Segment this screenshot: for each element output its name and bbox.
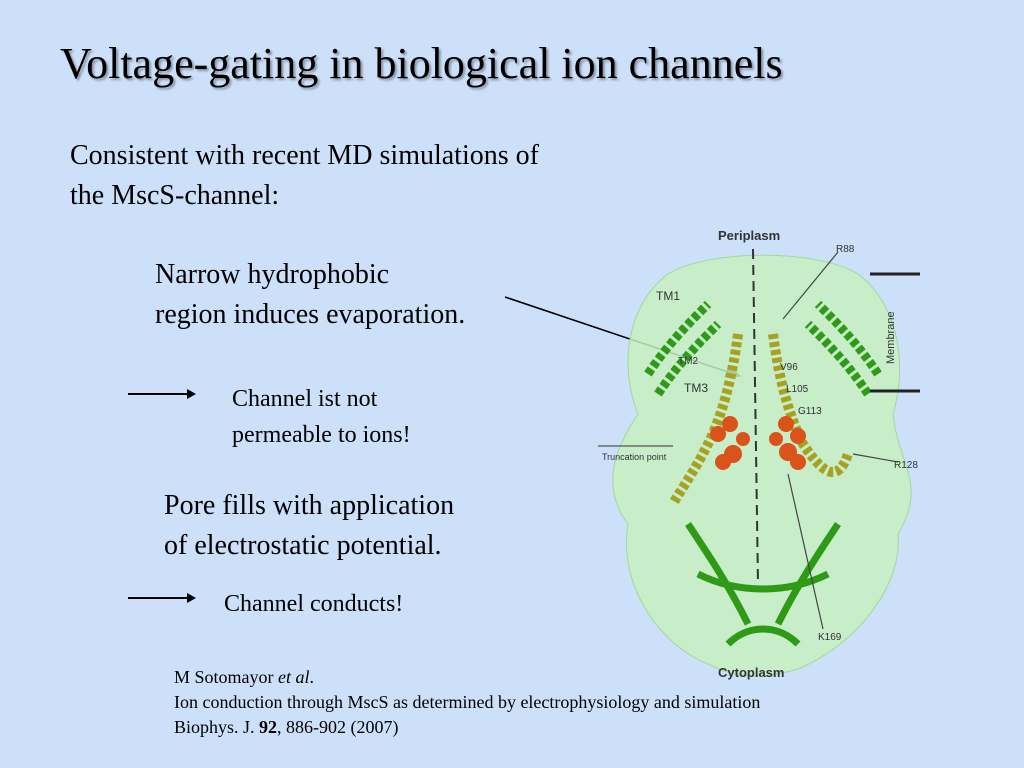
label-g113: G113 — [798, 406, 822, 417]
pore-axis — [752, 248, 759, 585]
point-1-text: Narrow hydrophobic region induces evapor… — [155, 255, 465, 335]
citation: M Sotomayor et al. Ion conduction throug… — [174, 665, 760, 740]
label-tm3: TM3 — [684, 381, 708, 395]
label-membrane: Membrane — [885, 311, 897, 364]
citation-journal: Biophys. J. — [174, 717, 260, 737]
citation-author: M Sotomayor — [174, 667, 279, 687]
mscs-structure-figure: Periplasm Cytoplasm Membrane TM1 TM2 TM3… — [598, 224, 928, 684]
result-2-arrow — [128, 593, 196, 603]
label-v96: V96 — [780, 362, 798, 373]
label-r88: R88 — [836, 244, 855, 255]
cytoplasmic-domain — [685, 522, 841, 647]
label-tm2: TM2 — [678, 356, 698, 367]
result-1-line-1: Channel ist not — [232, 386, 378, 412]
point-2-line-2: of electrostatic potential. — [164, 530, 442, 561]
result-1-line-2: permeable to ions! — [232, 422, 411, 448]
citation-volume: 92 — [259, 717, 278, 737]
result-2-text: Channel conducts! — [224, 591, 404, 617]
label-k169: K169 — [818, 632, 842, 643]
result-1-arrow — [128, 389, 196, 399]
channel-surface — [612, 254, 912, 677]
label-cytoplasm: Cytoplasm — [718, 665, 784, 680]
result-1-text: Channel ist not permeable to ions! — [232, 381, 411, 453]
hydrophobic-residues — [710, 416, 806, 470]
label-r128: R128 — [894, 460, 918, 471]
tm1-helix-left — [644, 300, 722, 397]
citation-title: Ion conduction through MscS as determine… — [174, 692, 761, 712]
mscs-structure-drawing: Periplasm Cytoplasm Membrane TM1 TM2 TM3… — [598, 228, 920, 680]
point-2-text: Pore fills with application of electrost… — [164, 486, 454, 566]
citation-author-end: . — [309, 667, 315, 687]
label-l105: L105 — [786, 384, 809, 395]
citation-pages: , 886-902 (2007) — [277, 717, 399, 737]
r88-leader — [782, 251, 839, 320]
point-1-line-2: region induces evaporation. — [155, 299, 466, 330]
intro-line-2: the MscS-channel: — [70, 180, 280, 211]
point-1-line-1: Narrow hydrophobic — [155, 259, 390, 290]
intro-text: Consistent with recent MD simulations of… — [70, 136, 539, 216]
r128-leader — [852, 453, 899, 463]
tm3-helix-right — [768, 333, 853, 478]
slide-title: Voltage-gating in biological ion channel… — [60, 39, 783, 88]
citation-journal-line: Biophys. J. 92, 886-902 (2007) — [174, 715, 760, 740]
label-periplasm: Periplasm — [718, 228, 780, 243]
citation-etal: et al — [278, 667, 310, 687]
point-2-line-1: Pore fills with application — [164, 490, 455, 521]
tm3-helix-left — [668, 333, 743, 507]
label-truncation-point: Truncation point — [602, 452, 667, 462]
k169-leader — [787, 473, 824, 630]
intro-line-1: Consistent with recent MD simulations of — [70, 140, 539, 171]
tm1-helix-right — [804, 300, 882, 397]
citation-author-line: M Sotomayor et al. — [174, 665, 760, 690]
label-tm1: TM1 — [656, 289, 680, 303]
